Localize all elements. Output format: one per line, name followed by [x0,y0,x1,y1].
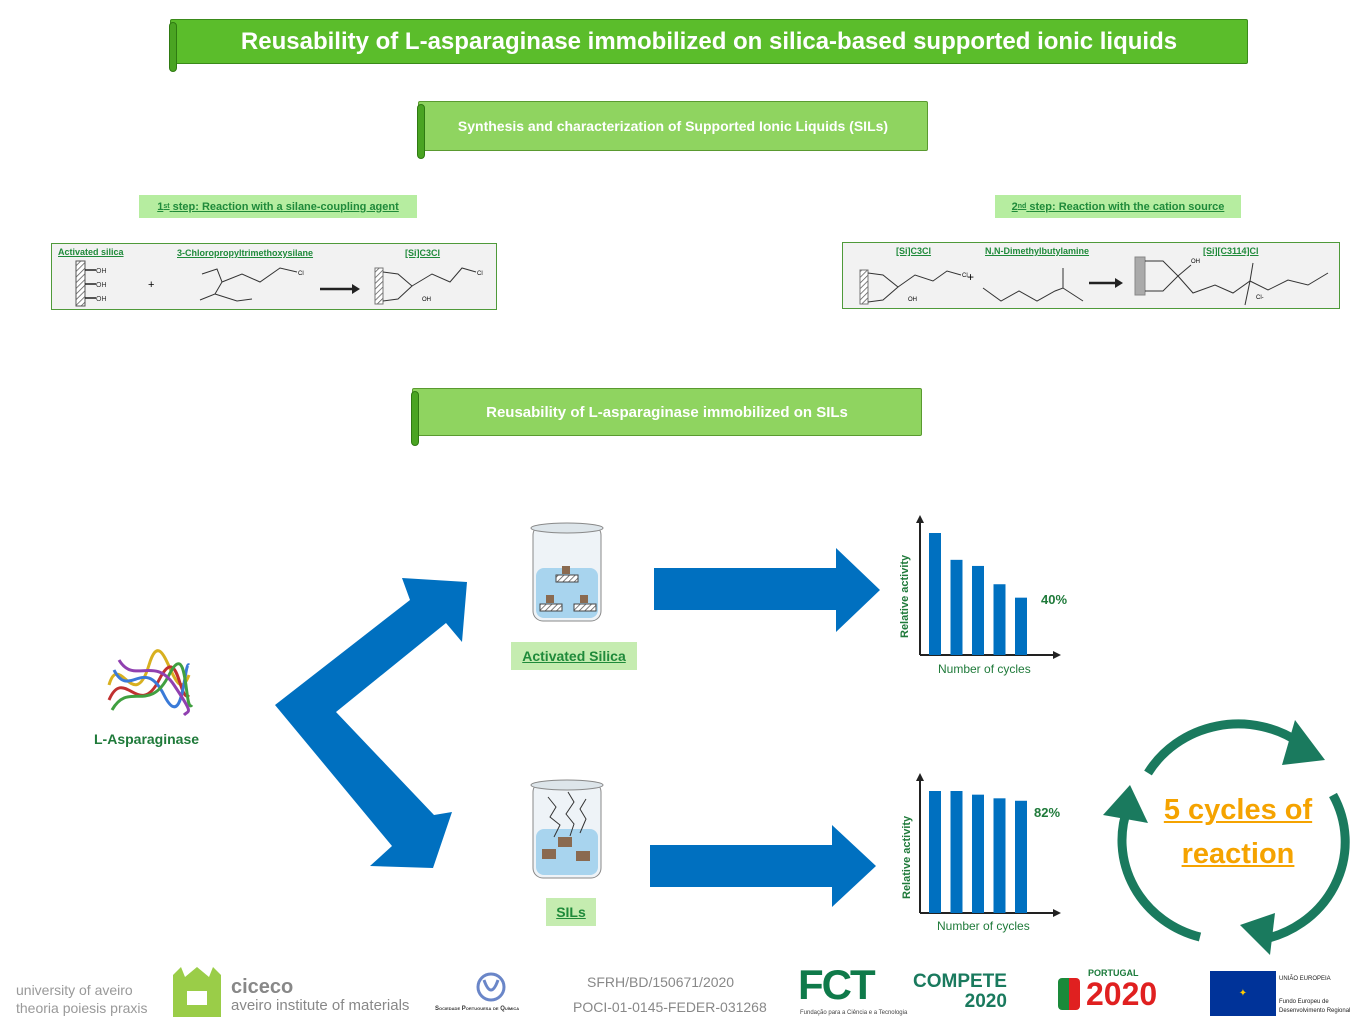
recycle-arrows-icon [1103,719,1350,955]
portugal2020-logo: PORTUGAL 2020 [1058,968,1157,1010]
cycles-text: 5 cycles of reaction [1163,794,1313,870]
fct-logo: FCT [798,961,876,1008]
bar-cycle-1 [929,791,941,913]
sils-label: SILs [546,898,596,926]
beaker-sils-icon [530,779,604,879]
spq-text: Sociedade Portuguesa de Química [435,1006,520,1012]
svg-text:Cl: Cl [477,271,483,277]
branching-arrows [275,548,880,907]
svg-text:OH: OH [908,297,917,303]
activated-silica-label: Activated Silica [511,642,637,670]
svg-text:OH: OH [96,282,107,289]
section-reusability-title: Reusability of L-asparaginase immobilize… [486,403,848,421]
x-axis-arrowhead [1053,651,1061,659]
bar-cycle-3 [972,565,984,655]
beaker-activated-silica-icon [530,522,604,622]
grant-2: POCI-01-0145-FEDER-031268 [573,999,767,1015]
enzyme-label: L-Asparaginase [94,731,200,747]
product1-reactant-label: [Si]C3Cl [896,246,932,256]
bar-cycle-4 [993,584,1006,655]
step1-reaction-box: Activated silica 3-Chloropropyltrimethox… [51,243,497,310]
svg-text:Cl-: Cl- [1256,295,1264,301]
activated-silica-label: Activated silica [58,247,124,257]
ciceco-logo-icon [173,967,221,1017]
main-title-banner: Reusability of L-asparaginase immobilize… [169,19,1248,72]
arrow-to-chart1 [654,548,880,632]
y-axis-arrowhead [916,515,924,523]
x-axis-arrowhead [1053,909,1061,917]
ciceco-text: ciceco aveiro institute of materials [231,976,410,1014]
section-synthesis-banner: Synthesis and characterization of Suppor… [417,101,928,159]
chart-activated-silica [916,515,1061,659]
chart2-annotation: 82% [1034,805,1061,820]
bar-cycle-2 [950,791,963,913]
step2-reaction-box: [Si]C3Cl N,N-Dimethylbutylamine [Si][C31… [842,242,1340,309]
bar-cycle-5 [1015,597,1027,655]
svg-text:OH: OH [422,297,431,303]
main-title: Reusability of L-asparaginase immobilize… [240,27,1178,55]
svg-text:Cl: Cl [962,273,968,279]
grant-1: SFRH/BD/150671/2020 [587,974,735,990]
fct-subtitle: Fundação para a Ciência e a Tecnologia [800,1010,908,1016]
y-axis-arrowhead [916,773,924,781]
product1-label: [Si]C3Cl [405,248,441,258]
bar-cycle-4 [993,798,1006,913]
svg-text:OH: OH [96,268,107,275]
svg-text:+: + [967,270,974,284]
amine-label: N,N-Dimethylbutylamine [985,246,1090,256]
silane-label: 3-Chloropropyltrimethoxysilane [177,248,314,258]
section-reusability-banner: Reusability of L-asparaginase immobilize… [411,388,922,446]
chart2-ylabel: Relative activity [901,815,913,899]
chart2-xlabel: Number of cycles [937,919,1030,933]
chart-sils [916,773,1061,917]
svg-text:OH: OH [1191,259,1200,265]
bar-cycle-3 [972,794,984,913]
svg-text:Cl: Cl [298,271,304,277]
arrow-to-chart2 [650,825,876,907]
product2-label: [Si][C3114]Cl [1203,246,1259,256]
svg-text:OH: OH [96,296,107,303]
chart1-xlabel: Number of cycles [938,662,1031,676]
spq-logo-icon [476,972,506,1002]
section-synthesis-title: Synthesis and characterization of Suppor… [457,118,889,134]
bar-cycle-2 [950,559,963,655]
chart1-annotation: 40% [1041,592,1068,607]
bar-cycle-5 [1015,800,1027,913]
eu-flag-icon: ✦ [1210,971,1276,1016]
chart1-ylabel: Relative activity [899,554,911,638]
l-asparaginase-protein-image [107,649,194,717]
bar-cycle-1 [929,533,941,655]
svg-text:+: + [148,279,154,291]
arrow-to-activated-silica [275,578,467,868]
